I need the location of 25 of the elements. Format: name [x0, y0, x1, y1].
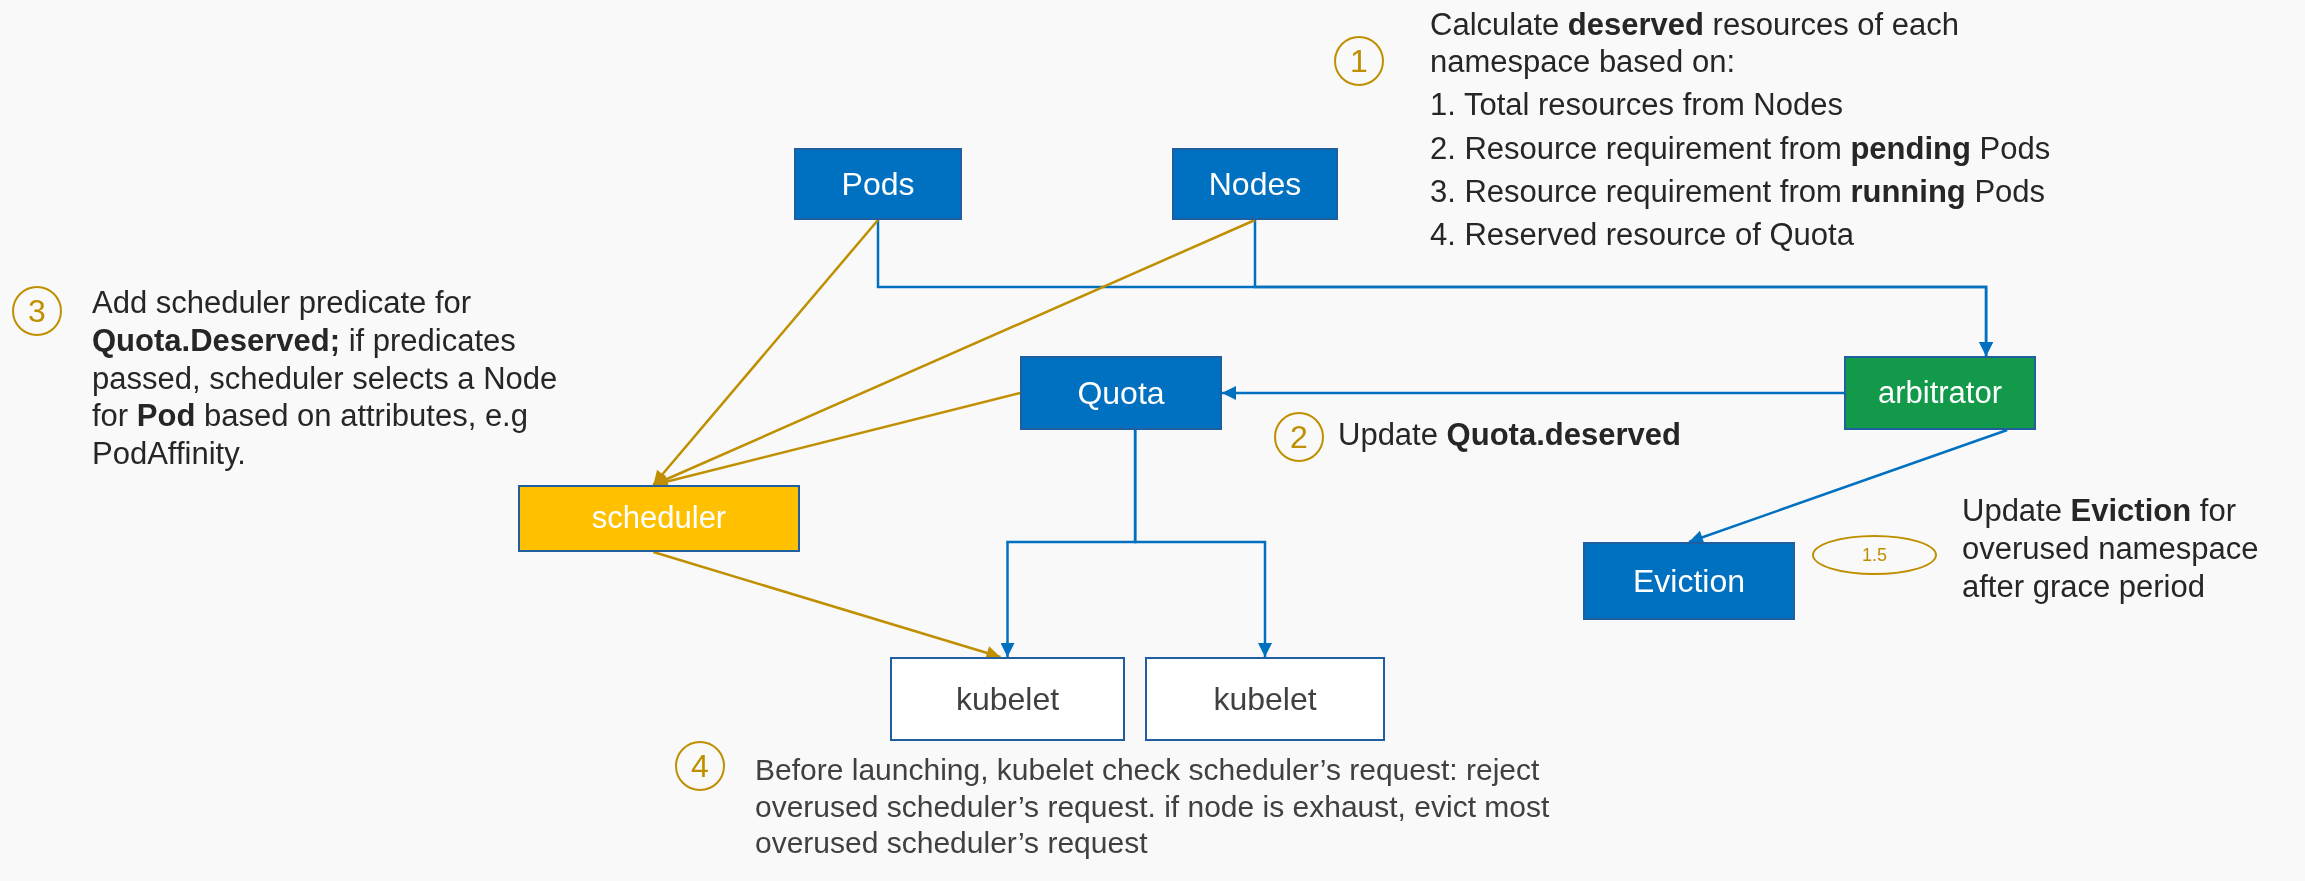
list-item: 2. Resource requirement from pending Pods: [1430, 129, 2052, 167]
connector-arrow: [652, 218, 1256, 487]
list-item: 3. Resource requirement from running Pods: [1430, 172, 2047, 210]
process-box: kubelet: [890, 657, 1125, 741]
connector-arrow: [1688, 428, 2008, 544]
connector-arrow: [652, 219, 879, 486]
process-box: Quota: [1020, 356, 1222, 430]
connector-arrow: [1222, 386, 1844, 400]
step-description: Calculate deserved resources of each namespace based on:: [1430, 6, 1961, 81]
connector-arrow: [653, 550, 1001, 660]
list-item: 4. Reserved resource of Quota: [1430, 215, 1855, 254]
process-box: arbitrator: [1844, 356, 2036, 430]
step-number-oval: 1.5: [1812, 535, 1937, 575]
process-box: Eviction: [1583, 542, 1795, 620]
process-box: Pods: [794, 148, 962, 220]
connector-arrow: [1253, 220, 1994, 356]
step-description: Update Eviction for overused namespace after grace period: [1962, 492, 2260, 606]
step-description: Add scheduler predicate for Quota.Deserved; if predicates passed, scheduler selects a Node for Pod based on attributes, e.g PodAffinity.: [92, 284, 559, 474]
process-box: Nodes: [1172, 148, 1338, 220]
process-box: scheduler: [518, 485, 800, 552]
step-description: Before launching, kubelet check scheduler’s request: reject overused scheduler’s request. if node is exhaust, evict most overused scheduler’s request: [755, 752, 1551, 862]
process-box: kubelet: [1145, 657, 1385, 741]
connector-arrow: [1133, 430, 1272, 657]
list-item: 1. Total resources from Nodes: [1430, 86, 1844, 124]
step-description: Update Quota.deserved: [1338, 416, 1682, 454]
